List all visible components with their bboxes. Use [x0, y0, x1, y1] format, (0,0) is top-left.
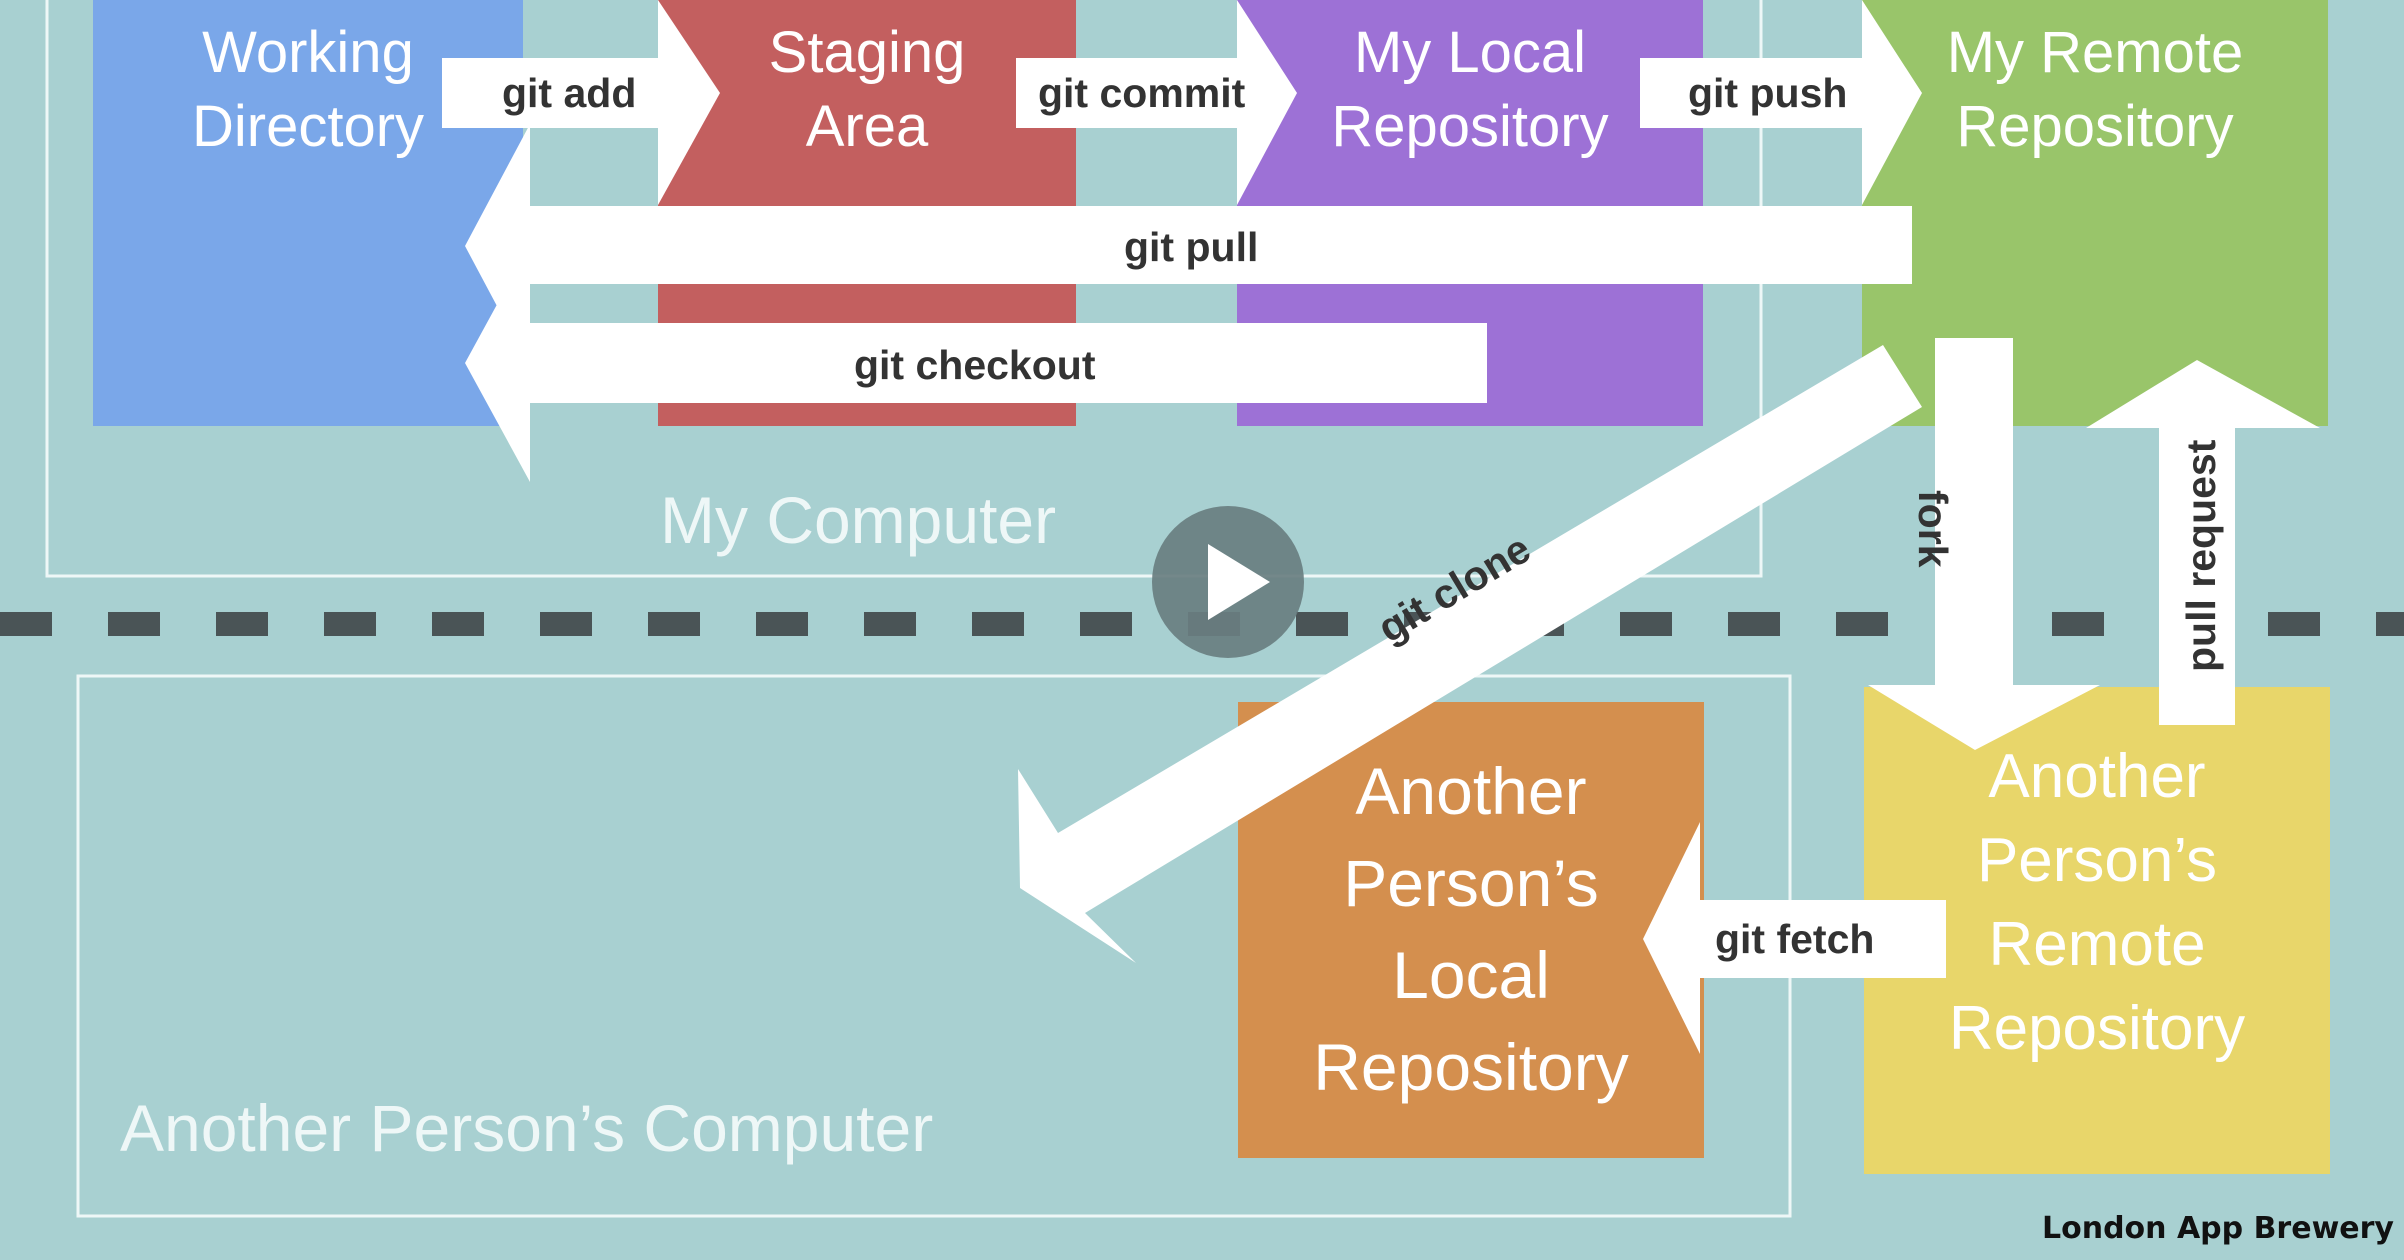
fork-arrow — [1868, 338, 2100, 750]
my-remote-repository-title: My Remote Repository — [1862, 24, 2328, 156]
git-fetch-label: git fetch — [1715, 916, 1875, 962]
another-local-repository-title: Another Person’s Local Repository — [1238, 758, 1704, 1100]
git-checkout-label: git checkout — [854, 342, 1096, 388]
another-local-repository-title-line-4: Repository — [1313, 1030, 1629, 1104]
fork-label: fork — [1910, 490, 1956, 568]
git-checkout-arrow — [465, 244, 1487, 482]
another-local-repository-title-line-2: Person’s — [1343, 846, 1599, 920]
another-remote-repository-title-line-3: Remote — [1988, 910, 2206, 979]
another-remote-repository-title-line-1: Another — [1988, 742, 2206, 811]
working-directory-title-line-2: Directory — [191, 94, 425, 159]
pull-request-arrow — [2086, 360, 2320, 725]
another-computer-label: Another Person’s Computer — [120, 1091, 934, 1165]
git-push-label: git push — [1688, 70, 1848, 116]
another-remote-repository-title: Another Person’s Remote Repository — [1864, 746, 2330, 1060]
git-pull-label: git pull — [1124, 224, 1259, 270]
play-icon — [1208, 544, 1270, 620]
git-commit-arrow — [1016, 58, 1297, 128]
my-computer-label: My Computer — [660, 483, 1057, 557]
working-directory-title-line-1: Working — [202, 20, 414, 85]
working-directory-title: Working Directory — [93, 24, 523, 156]
pull-request-label: pull request — [2178, 439, 2224, 672]
another-remote-repository-title-line-4: Repository — [1948, 994, 2246, 1063]
my-local-repository-title: My Local Repository — [1237, 24, 1703, 156]
another-local-repository-title-line-3: Local — [1392, 938, 1550, 1012]
staging-area-title-line-1: Staging — [768, 20, 966, 85]
git-clone-arrow — [1018, 345, 1922, 963]
git-add-label: git add — [502, 70, 637, 116]
git-push-arrow — [1640, 58, 1922, 128]
my-local-repository-title-line-2: Repository — [1331, 94, 1609, 159]
git-add-arrow — [442, 58, 720, 128]
another-local-repository-box — [1238, 702, 1704, 1158]
git-add-arrow-head — [658, 0, 720, 205]
git-pull-arrow — [465, 124, 1912, 368]
my-remote-repository-title-line-1: My Remote — [1946, 20, 2244, 85]
another-remote-repository-title-line-2: Person’s — [1976, 826, 2218, 895]
play-button[interactable] — [1152, 506, 1304, 658]
my-computer-region — [45, 0, 1763, 578]
git-push-arrow-head — [1862, 0, 1922, 205]
my-remote-repository-title-line-2: Repository — [1956, 94, 2234, 159]
staging-area-title-line-2: Area — [805, 94, 929, 159]
brand-watermark: London App Brewery — [2041, 1211, 2394, 1246]
my-local-repository-title-line-1: My Local — [1353, 20, 1587, 85]
git-commit-label: git commit — [1038, 70, 1246, 116]
staging-area-title: Staging Area — [658, 24, 1076, 156]
git-fetch-arrow — [1643, 822, 1946, 1054]
git-commit-arrow-head — [1237, 0, 1297, 205]
another-local-repository-title-line-1: Another — [1355, 754, 1587, 828]
